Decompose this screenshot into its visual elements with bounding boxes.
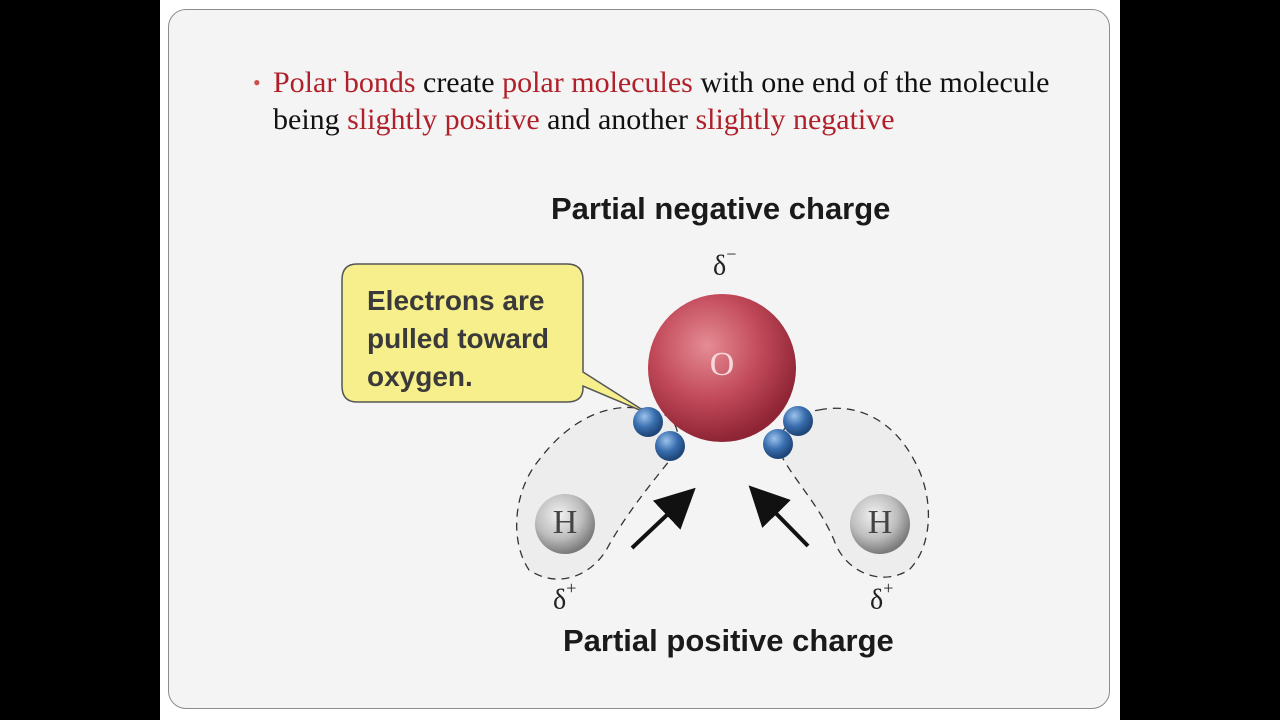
delta-symbol: δ	[870, 584, 884, 616]
delta-symbol: δ	[553, 584, 567, 616]
delta-symbol: δ	[713, 250, 727, 282]
top-heading: Partial negative charge	[551, 191, 891, 226]
delta-positive-label-left: δ+	[553, 578, 576, 616]
bullet-point: • Polar bonds create polar molecules wit…	[253, 64, 1073, 138]
electron-right-1	[783, 406, 813, 436]
bottom-heading: Partial positive charge	[563, 623, 894, 658]
term-slightly-positive: slightly positive	[347, 103, 540, 136]
hydrogen-label-left: H	[552, 504, 578, 541]
callout-text: Electrons are pulled toward oxygen.	[367, 282, 587, 396]
term-polar-bonds: Polar bonds	[273, 66, 416, 99]
arrow-left-icon	[630, 487, 696, 550]
callout-bubble	[341, 263, 650, 415]
electron-right-2	[763, 429, 793, 459]
text-one-end: with one end of the molecule being	[273, 66, 1050, 136]
slide-frame: • Polar bonds create polar molecules wit…	[168, 9, 1110, 709]
oxygen-atom	[648, 294, 796, 442]
hydrogen-label-right: H	[867, 504, 893, 541]
callout-line: pulled toward	[367, 323, 549, 354]
hydrogen-atom-right	[850, 494, 910, 554]
positive-sign: +	[883, 578, 894, 598]
term-slightly-negative: slightly negative	[695, 103, 895, 136]
electron-left-2	[655, 431, 685, 461]
bullet-dot: •	[253, 70, 261, 95]
text-create: create	[415, 66, 503, 99]
delta-positive-label-right: δ+	[870, 578, 893, 616]
arrow-right-icon	[748, 485, 810, 548]
term-polar-molecules: polar molecules	[502, 66, 693, 99]
delta-negative-label: δ−	[713, 244, 736, 282]
water-molecule-diagram	[341, 263, 930, 580]
electron-left-1	[633, 407, 663, 437]
hydrogen-atom-left	[535, 494, 595, 554]
positive-sign: +	[566, 578, 577, 598]
negative-sign: −	[726, 244, 737, 264]
callout-line: Electrons are	[367, 285, 545, 316]
oxygen-label: O	[709, 346, 735, 383]
text-and-another: and another	[539, 103, 696, 136]
callout-line: oxygen.	[367, 361, 473, 392]
slide: • Polar bonds create polar molecules wit…	[160, 0, 1120, 720]
